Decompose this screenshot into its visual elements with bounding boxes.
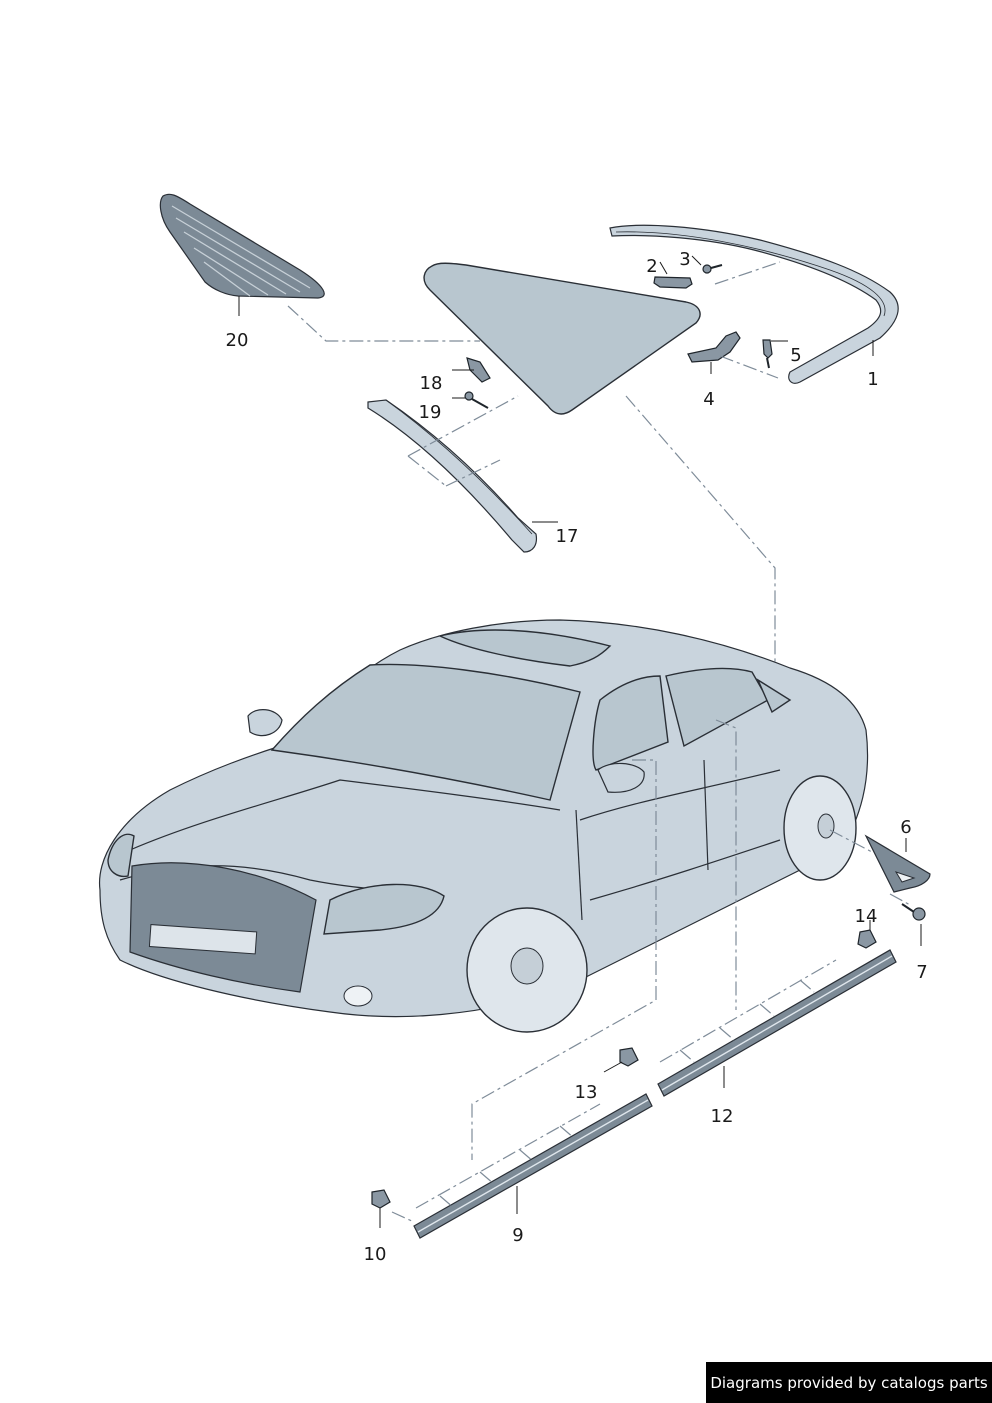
part-5-pin[interactable] <box>762 339 773 369</box>
callout-13[interactable]: 13 <box>574 1082 598 1103</box>
part-1-frame-strip[interactable] <box>609 224 899 384</box>
callout-17[interactable]: 17 <box>555 526 579 547</box>
callout-7[interactable]: 7 <box>916 962 928 983</box>
callout-9[interactable]: 9 <box>512 1225 524 1246</box>
dash-car-13 <box>471 759 657 1160</box>
callout-10[interactable]: 10 <box>363 1244 387 1265</box>
callout-4[interactable]: 4 <box>703 389 715 410</box>
callout-19[interactable]: 19 <box>418 402 442 423</box>
part-14-clip[interactable] <box>857 929 877 949</box>
dash-17 <box>407 395 519 487</box>
part-9-sill-strip[interactable] <box>413 1093 653 1239</box>
leader-13 <box>603 1061 623 1073</box>
callout-18[interactable]: 18 <box>419 373 443 394</box>
callout-20[interactable]: 20 <box>225 330 249 351</box>
dash-4-5 <box>719 355 779 379</box>
part-6-triangle-cover[interactable] <box>864 834 931 893</box>
callout-2[interactable]: 2 <box>646 256 658 277</box>
callout-3[interactable]: 3 <box>679 249 691 270</box>
callout-1[interactable]: 1 <box>867 369 879 390</box>
part-20-window-insert[interactable] <box>159 193 325 299</box>
quarter-glass[interactable] <box>423 262 701 415</box>
part-17-strip[interactable] <box>367 399 538 553</box>
dash-12 <box>659 959 837 1063</box>
callout-12[interactable]: 12 <box>710 1106 734 1127</box>
part-10-clip[interactable] <box>371 1189 391 1209</box>
dash-6-7 <box>889 893 913 907</box>
car-illustration <box>98 619 869 1033</box>
part-7-bolt[interactable] <box>901 903 926 921</box>
leader-3 <box>691 255 702 266</box>
dash-9 <box>391 1103 601 1223</box>
part-12-sill-strip[interactable] <box>657 949 897 1097</box>
dash-car-6 <box>829 829 873 853</box>
part-3-screw[interactable] <box>702 264 723 274</box>
dash-glass-car <box>625 395 776 690</box>
part-2-clip[interactable] <box>653 276 693 289</box>
leader-2 <box>659 261 668 275</box>
part-13-clip[interactable] <box>619 1047 639 1067</box>
part-4-bracket[interactable] <box>687 331 741 363</box>
dash-car-12 <box>715 719 737 1010</box>
callout-14[interactable]: 14 <box>854 906 878 927</box>
part-19-screw[interactable] <box>464 391 489 409</box>
part-18-clip[interactable] <box>466 357 491 383</box>
dash-3-1 <box>714 261 781 285</box>
callout-6[interactable]: 6 <box>900 817 912 838</box>
credit-banner: Diagrams provided by catalogs parts <box>706 1362 992 1403</box>
callout-5[interactable]: 5 <box>790 345 802 366</box>
dash-20-glass <box>287 305 480 342</box>
